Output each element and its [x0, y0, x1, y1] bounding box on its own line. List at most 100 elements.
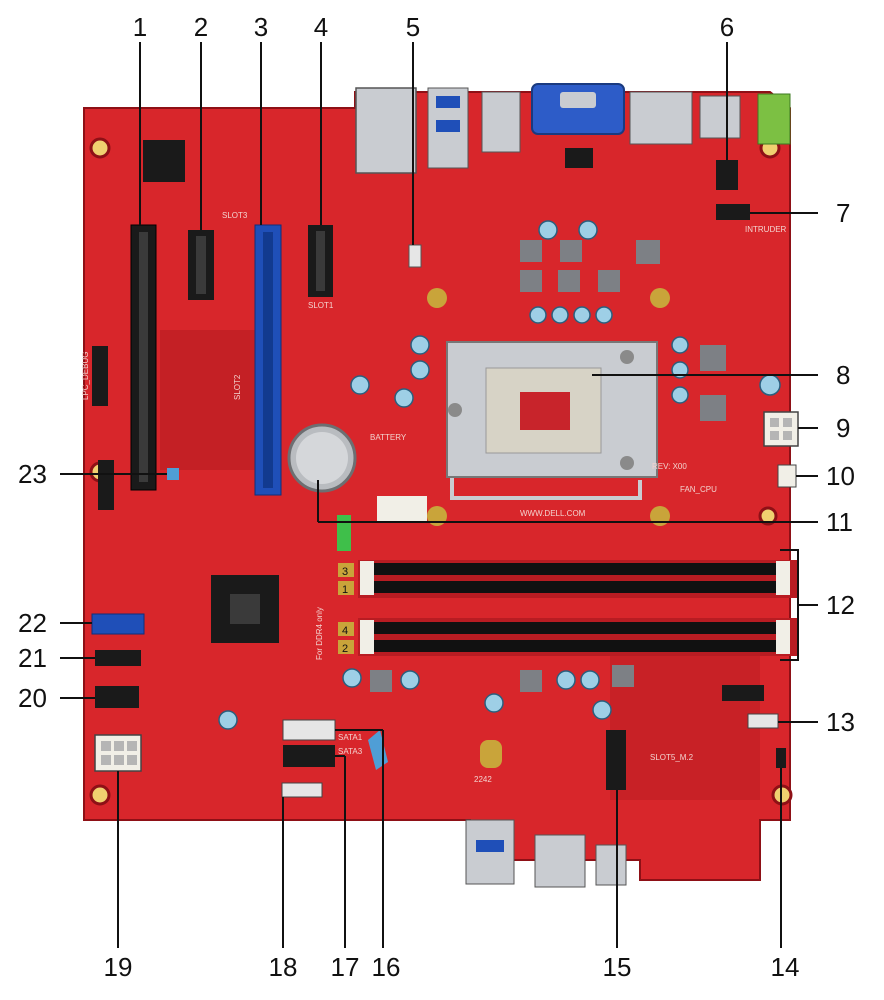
chip — [143, 140, 185, 182]
fan-cpu-connector — [777, 464, 797, 488]
dimm-number-tab — [338, 622, 354, 636]
pcie-x1-slot3-inner — [196, 236, 206, 294]
m2-wifi-connector — [747, 713, 779, 729]
vrm-components — [370, 240, 726, 692]
dimm-number-tab — [338, 581, 354, 595]
callout-19: 19 — [104, 952, 133, 982]
dimm-slot-1 — [360, 581, 790, 593]
dimm-slot-number: 4 — [342, 625, 348, 637]
atx-power-pin — [127, 755, 137, 765]
coin-cell-battery-face — [296, 432, 348, 484]
capacitor — [538, 220, 558, 240]
audio-jack — [757, 93, 791, 145]
capacitor — [410, 360, 430, 380]
vrm-block — [370, 670, 392, 692]
atx-power-pin — [101, 755, 111, 765]
atx-cpu-power-pin — [783, 418, 792, 427]
callout-numbers: 1 2 3 4 5 6 7 8 9 10 11 12 13 14 15 16 1… — [18, 12, 855, 982]
atx-cpu-power-pin — [770, 418, 779, 427]
dimm-latch — [360, 561, 374, 595]
vrm-block — [598, 270, 620, 292]
usb-header — [722, 685, 764, 701]
vrm-block — [612, 665, 634, 687]
intruder-switch-connector — [716, 204, 750, 220]
m2-standoff — [480, 740, 502, 768]
callout-12: 12 — [826, 590, 855, 620]
callout-21: 21 — [18, 643, 47, 673]
callout-4: 4 — [314, 12, 328, 42]
m2-size-label: 2242 — [474, 775, 492, 784]
dell-url: WWW.DELL.COM — [520, 509, 586, 518]
dimm-note: For DDR4 only — [315, 607, 324, 660]
vrm-block — [700, 395, 726, 421]
capacitor — [671, 386, 689, 404]
callout-5: 5 — [406, 12, 420, 42]
chip — [565, 148, 593, 168]
atx-cpu-power-pin — [770, 431, 779, 440]
atx-power-pin — [127, 741, 137, 751]
callout-20: 20 — [18, 683, 47, 713]
capacitor — [671, 336, 689, 354]
capacitor — [578, 220, 598, 240]
pin-header — [776, 748, 786, 768]
capacitor — [342, 668, 362, 688]
dell-sticker — [377, 496, 427, 522]
intruder-connector — [716, 160, 738, 190]
slot1-label: SLOT1 — [308, 301, 334, 310]
vrm-block — [520, 670, 542, 692]
mount-hole — [89, 784, 111, 806]
blue-jumper — [167, 468, 179, 480]
leader-lines — [60, 42, 818, 948]
vrm-block — [560, 240, 582, 262]
cpu-socket-pins — [520, 392, 570, 430]
dimm-slot-number: 1 — [342, 584, 348, 596]
front-usb-port — [534, 834, 586, 888]
pcie-slot-black-inner — [139, 232, 148, 482]
intruder-label: INTRUDER — [745, 225, 787, 234]
cpu-socket-screw — [620, 350, 634, 364]
capacitor — [595, 306, 613, 324]
dimm-slots: 3 1 4 2 For DDR4 only — [315, 560, 798, 660]
mount-hole — [758, 506, 778, 526]
capacitor — [551, 306, 569, 324]
capacitor — [218, 710, 238, 730]
power-header — [95, 686, 139, 708]
battery-label: BATTERY — [370, 433, 407, 442]
slot2-label: SLOT2 — [233, 374, 242, 400]
atx-power-pin — [114, 741, 124, 751]
atx-cpu-power — [763, 411, 799, 447]
callout-10: 10 — [826, 461, 855, 491]
capacitor — [573, 306, 591, 324]
vrm-block — [700, 345, 726, 371]
serial-port-shell — [560, 92, 596, 108]
motherboard: SLOT3 SLOT2 SLOT1 INTRUDER REV: X00 — [81, 83, 799, 888]
front-audio — [595, 844, 627, 886]
sata1-connector — [282, 719, 336, 741]
callout-18: 18 — [269, 952, 298, 982]
callout-2: 2 — [194, 12, 208, 42]
mount-hole — [89, 137, 111, 159]
callout-3: 3 — [254, 12, 268, 42]
capacitor — [759, 374, 781, 396]
callout-11: 11 — [826, 507, 853, 537]
cpu-socket-screw — [448, 403, 462, 417]
capacitor — [484, 693, 504, 713]
callout-17: 17 — [331, 952, 360, 982]
callout-15: 15 — [603, 952, 632, 982]
capacitor — [592, 700, 612, 720]
lpc-debug-header — [92, 346, 108, 406]
callout-23: 23 — [18, 459, 47, 489]
capacitor — [394, 388, 414, 408]
sata3-connector — [283, 745, 335, 767]
jumper — [408, 244, 422, 268]
m2-slot — [606, 730, 626, 790]
callout-13: 13 — [826, 707, 855, 737]
mount-hole — [650, 288, 670, 308]
callout-1: 1 — [133, 12, 147, 42]
cpu-socket-screw — [620, 456, 634, 470]
board-shade — [160, 330, 270, 470]
cpu-socket — [446, 341, 658, 500]
slot3-label: SLOT3 — [222, 211, 248, 220]
sata1-label: SATA1 — [338, 733, 363, 742]
